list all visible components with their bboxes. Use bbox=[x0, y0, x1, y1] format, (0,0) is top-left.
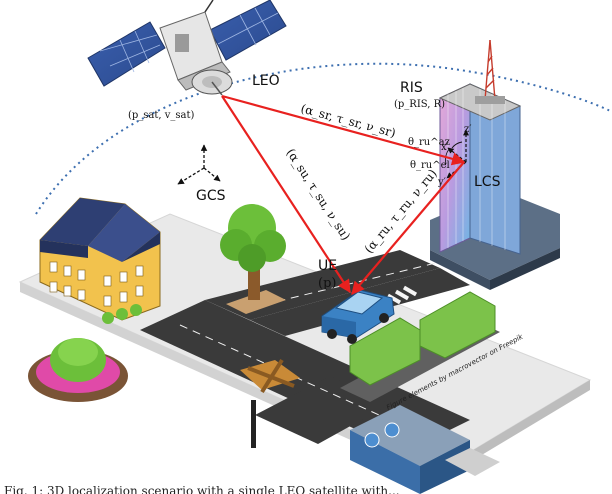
hedges bbox=[340, 291, 500, 402]
label-ris: RIS bbox=[400, 80, 423, 96]
ue-car bbox=[321, 289, 395, 344]
axis-x-prime: x′ bbox=[441, 142, 450, 153]
axis-z-prime: z′ bbox=[464, 124, 472, 135]
caption-fragment: Fig. 1: 3D localization scenario with a … bbox=[4, 484, 400, 494]
ris-tower bbox=[430, 39, 560, 290]
label-leo: LEO bbox=[252, 73, 280, 89]
label-ris-state: (p_RIS, R) bbox=[394, 99, 445, 110]
link-label-ris-ue: (α_ru, τ_ru, ν_ru) bbox=[362, 166, 440, 255]
link-label-sat-ue: (α_su, τ_su, ν_su) bbox=[283, 146, 353, 243]
theta-el: θ_ru^el bbox=[410, 160, 450, 171]
label-leo-state: (p_sat, v_sat) bbox=[128, 110, 195, 121]
link-ris-ue bbox=[351, 161, 465, 296]
yellow-building bbox=[39, 197, 161, 324]
gcs-axes bbox=[177, 144, 221, 185]
signal-links bbox=[221, 94, 466, 296]
flower-bed bbox=[28, 338, 128, 402]
hospital-building bbox=[350, 405, 500, 494]
orbit-arc bbox=[35, 62, 612, 215]
label-ue: UE bbox=[318, 258, 337, 274]
theta-az: θ_ru^az bbox=[408, 137, 450, 148]
axis-y-prime: y′ bbox=[437, 177, 447, 188]
label-lcs: LCS bbox=[474, 174, 501, 190]
link-sat-ue bbox=[221, 95, 351, 294]
link-sat-ris bbox=[221, 94, 466, 166]
leo-satellite bbox=[87, 0, 287, 96]
label-ue-state: (p) bbox=[318, 276, 336, 291]
tree bbox=[220, 204, 286, 314]
caption-strip: Fig. 1: 3D localization scenario with a … bbox=[0, 484, 612, 494]
label-gcs: GCS bbox=[196, 188, 226, 204]
